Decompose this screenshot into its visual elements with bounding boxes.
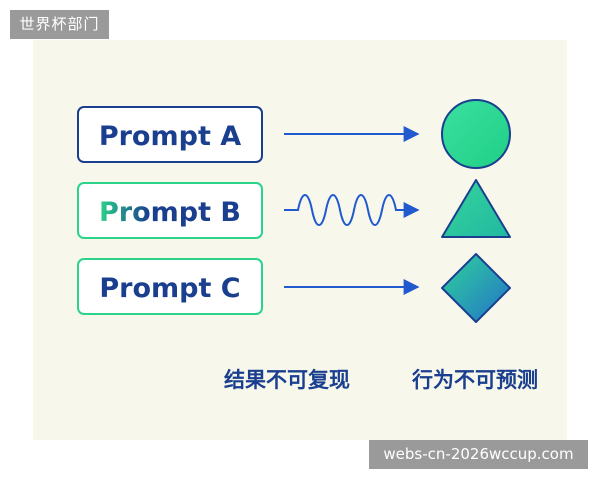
prompt-c-box <box>77 258 263 315</box>
wavy-arrow-icon <box>284 194 420 226</box>
caption-not-reproducible: 结果不可复现 <box>224 368 350 392</box>
prompt-a-label: Prompt A <box>99 121 241 152</box>
prompt-b-label: Prompt B <box>99 197 241 228</box>
circle-shape-icon <box>441 99 511 169</box>
caption-unpredictable: 行为不可预测 <box>411 368 538 392</box>
prompt-a-box <box>77 106 263 163</box>
row-prompt-b: Prompt B <box>77 179 511 239</box>
row-prompt-c: Prompt C <box>77 253 511 323</box>
row-prompt-a: Prompt A <box>77 99 511 169</box>
watermark-top: 世界杯部门 <box>10 10 109 39</box>
watermark-bottom: webs-cn-2026wccup.com <box>369 440 588 469</box>
prompt-b-box <box>77 182 263 239</box>
diamond-shape-icon <box>441 253 511 323</box>
triangle-shape-icon <box>441 179 511 238</box>
prompt-c-label: Prompt C <box>99 273 240 304</box>
